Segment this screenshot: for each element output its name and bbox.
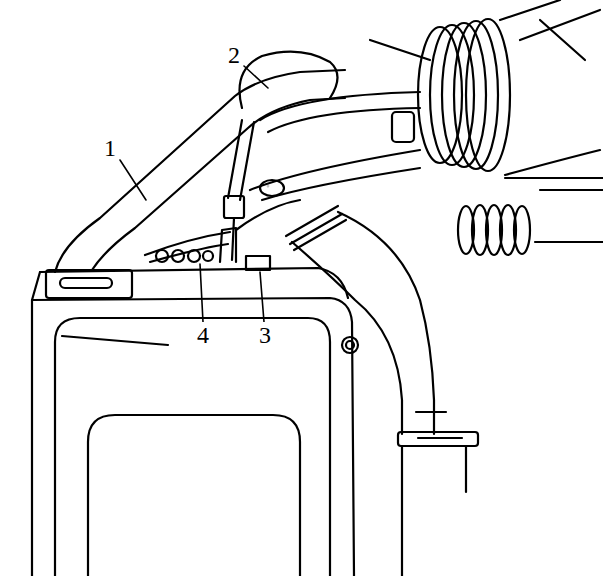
corrugated-hose xyxy=(370,0,600,175)
housing xyxy=(32,268,358,576)
callout-number: 3 xyxy=(256,322,274,348)
wiring xyxy=(145,186,300,270)
small-corrugated-pipe xyxy=(458,205,530,255)
callout-number: 1 xyxy=(101,135,119,161)
background-lines xyxy=(505,178,603,242)
callout-number: 2 xyxy=(225,42,243,68)
elbow-pipe xyxy=(286,206,478,576)
part-2 xyxy=(224,52,420,260)
leader-lines xyxy=(120,66,268,322)
callout-number: 4 xyxy=(194,322,212,348)
